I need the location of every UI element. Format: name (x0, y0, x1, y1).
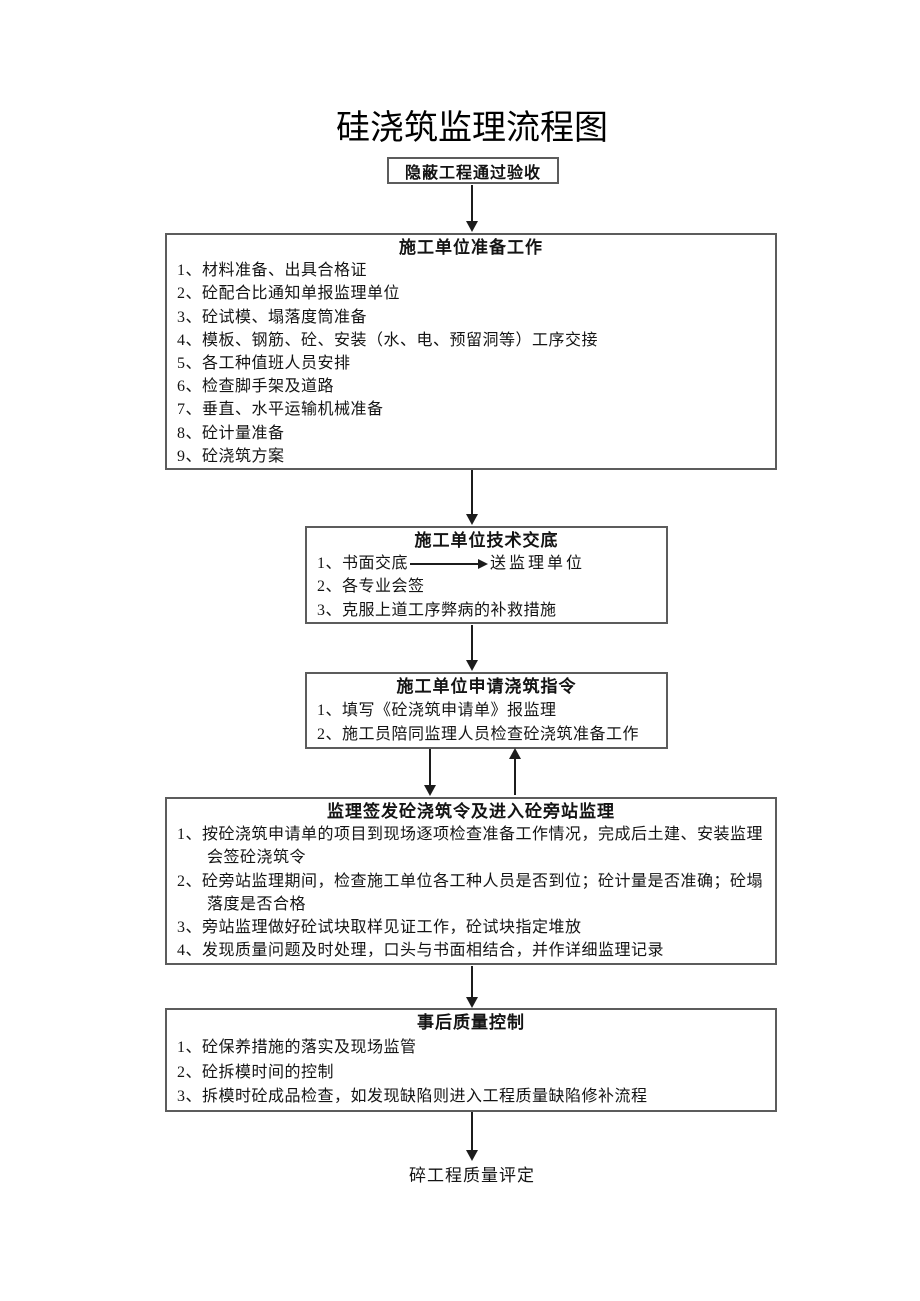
list-item: 3、拆模时砼成品检查，如发现缺陷则进入工程质量缺陷修补流程 (177, 1088, 648, 1106)
list-item: 2、施工员陪同监理人员检查砼浇筑准备工作 (317, 725, 640, 743)
list-item-continuation: 会签砼浇筑令 (207, 849, 307, 867)
process-box-supervision: 监理签发砼浇筑令及进入砼旁站监理 1、按砼浇筑申请单的项目到现场逐项检查准备工作… (165, 797, 777, 965)
list-item: 4、发现质量问题及时处理，口头与书面相结合，并作详细监理记录 (177, 942, 665, 960)
list-item: 3、砼试模、塌落度筒准备 (177, 308, 368, 326)
list-item: 2、砼旁站监理期间，检查施工单位各工种人员是否到位；砼计量是否准确；砼塌 (177, 872, 764, 890)
start-node: 隐蔽工程通过验收 (387, 157, 559, 184)
list-item: 2、各专业会签 (317, 578, 425, 596)
box-header: 监理签发砼浇筑令及进入砼旁站监理 (327, 802, 615, 821)
arrow-down-icon (466, 1112, 478, 1161)
arrow-right-icon (410, 558, 489, 569)
list-item: 3、旁站监理做好砼试块取样见证工作，砼试块指定堆放 (177, 919, 582, 937)
process-box-technical-briefing: 施工单位技术交底 1、书面交底 送监理单位 2、各专业会签 3、克服上道工序弊病… (305, 526, 668, 624)
list-item: 7、垂直、水平运输机械准备 (177, 401, 384, 419)
list-item: 5、各工种值班人员安排 (177, 355, 351, 373)
list-item-continuation: 落度是否合格 (207, 895, 307, 913)
list-item: 1、材料准备、出具合格证 (177, 262, 368, 280)
list-item-text: 送监理单位 (490, 555, 586, 573)
arrow-down-icon (466, 625, 478, 671)
list-item: 2、砼配合比通知单报监理单位 (177, 285, 401, 303)
process-box-preparation: 施工单位准备工作 1、材料准备、出具合格证 2、砼配合比通知单报监理单位 3、砼… (165, 233, 777, 470)
list-item: 6、检查脚手架及道路 (177, 378, 335, 396)
list-item: 1、砼保养措施的落实及现场监管 (177, 1038, 417, 1056)
process-box-post-quality-control: 事后质量控制 1、砼保养措施的落实及现场监管 2、砼拆模时间的控制 3、拆模时砼… (165, 1008, 777, 1112)
arrow-down-icon (424, 749, 436, 796)
arrow-down-icon (466, 966, 478, 1008)
list-item: 1、填写《砼浇筑申请单》报监理 (317, 701, 557, 719)
start-node-label: 隐蔽工程通过验收 (404, 164, 541, 182)
arrow-up-icon (509, 748, 521, 795)
box-header: 施工单位准备工作 (399, 238, 543, 257)
list-item-text: 1、书面交底 (317, 555, 409, 573)
list-item: 3、克服上道工序弊病的补救措施 (317, 601, 557, 619)
end-label: 碎工程质量评定 (409, 1166, 535, 1185)
list-item: 9、砼浇筑方案 (177, 447, 285, 465)
box-header: 施工单位申请浇筑指令 (396, 677, 577, 696)
process-box-pour-request: 施工单位申请浇筑指令 1、填写《砼浇筑申请单》报监理 2、施工员陪同监理人员检查… (305, 672, 668, 749)
box-header: 事后质量控制 (417, 1013, 525, 1032)
list-item: 2、砼拆模时间的控制 (177, 1063, 335, 1081)
list-item: 8、砼计量准备 (177, 424, 285, 442)
arrow-down-icon (466, 470, 478, 525)
list-item: 1、按砼浇筑申请单的项目到现场逐项检查准备工作情况，完成后土建、安装监理 (177, 826, 764, 844)
box-header: 施工单位技术交底 (414, 531, 559, 550)
list-item: 1、书面交底 送监理单位 (317, 552, 656, 575)
arrow-down-icon (466, 185, 478, 232)
list-item: 4、模板、钢筋、砼、安装（水、电、预留洞等）工序交接 (177, 331, 599, 349)
page-title: 硅浇筑监理流程图 (336, 110, 608, 147)
